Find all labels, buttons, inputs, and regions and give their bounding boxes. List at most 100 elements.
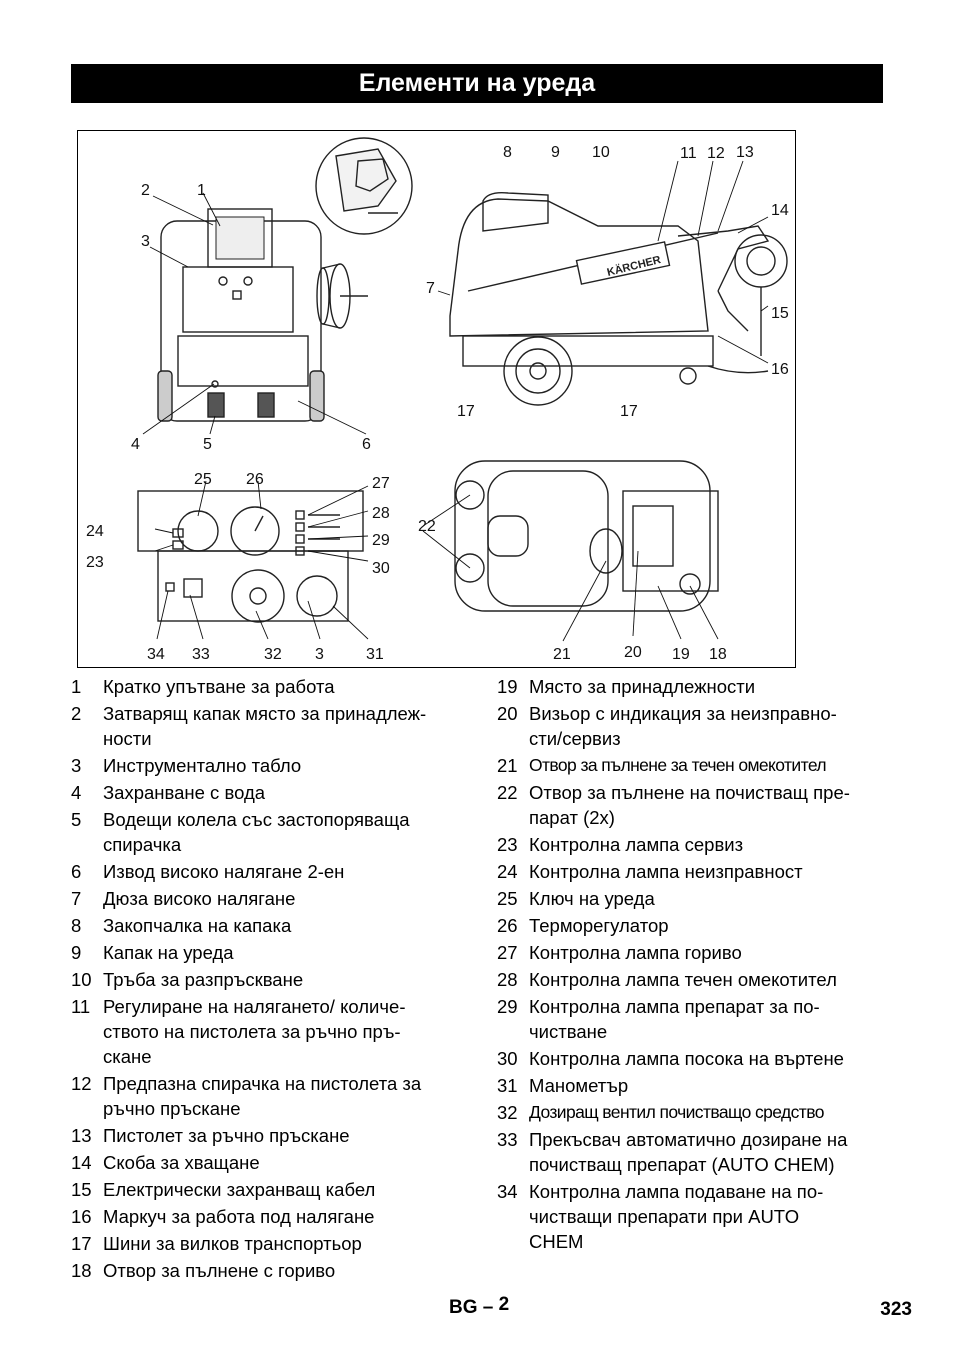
item-number: 22 <box>497 782 518 803</box>
list-item: 6 Извод високо налягане 2-ен <box>71 859 471 884</box>
callout-9: 9 <box>551 144 560 161</box>
item-number: 19 <box>497 676 518 697</box>
page-title: Елементи на уреда <box>71 64 883 103</box>
item-number: 5 <box>71 809 82 830</box>
callout-6: 6 <box>362 436 371 453</box>
item-number: 14 <box>71 1152 92 1173</box>
control-panel-bottom <box>157 550 349 622</box>
item-text: Тръба за разпръскване <box>103 969 304 990</box>
manometer <box>296 575 338 617</box>
item-number: 26 <box>497 915 518 936</box>
item-text: Дозиращ вентил почистващо средство <box>529 1102 824 1122</box>
side-wheel <box>503 336 573 406</box>
item-number: 24 <box>497 861 518 882</box>
callout-3b: 3 <box>315 646 324 663</box>
callout-7: 7 <box>426 280 435 297</box>
item-text: Прекъсвач автоматично дозиране на почист… <box>529 1129 848 1175</box>
callout-29: 29 <box>372 532 390 549</box>
item-text: Извод високо налягане 2-ен <box>103 861 345 882</box>
item-text: Място за принадлежности <box>529 676 756 697</box>
callout-17a: 17 <box>457 403 475 420</box>
device-illustration: KÄRCHER <box>77 130 796 668</box>
callout-1: 1 <box>197 182 206 199</box>
callout-8: 8 <box>503 144 512 161</box>
item-number: 20 <box>497 703 518 724</box>
item-text: Закопчалка на капака <box>103 915 292 936</box>
item-text: Отвор за пълнене на почистващ пре- парат… <box>529 782 850 828</box>
item-number: 6 <box>71 861 82 882</box>
callout-3: 3 <box>141 233 150 250</box>
item-text: Контролна лампа сервиз <box>529 834 744 855</box>
cover-clip-detail <box>315 137 413 235</box>
list-item: 27 Контролна лампа гориво <box>497 940 887 965</box>
item-number: 3 <box>71 755 82 776</box>
list-item: 20 Визьор с индикация за неизправно- сти/… <box>497 701 887 751</box>
item-text: Контролна лампа подаване на по- чистващи… <box>529 1181 824 1252</box>
list-item: 2 Затварящ капак място за принадлеж- ност… <box>71 701 471 751</box>
footer-lang: BG <box>449 1297 478 1318</box>
front-panel <box>182 266 294 333</box>
top-view-body <box>454 460 711 612</box>
callout-14: 14 <box>771 202 789 219</box>
item-number: 2 <box>71 703 82 724</box>
item-number: 27 <box>497 942 518 963</box>
list-item: 32 Дозиращ вентил почистващо средство <box>497 1100 887 1125</box>
callout-21: 21 <box>553 646 571 663</box>
callout-25: 25 <box>194 471 212 488</box>
list-item: 26 Терморегулатор <box>497 913 887 938</box>
item-number: 7 <box>71 888 82 909</box>
item-text: Кратко упътване за работа <box>103 676 335 697</box>
callout-labels: 1 2 3 4 5 6 7 8 9 10 11 12 13 14 15 16 1… <box>86 144 789 663</box>
callout-10: 10 <box>592 144 610 161</box>
item-number: 15 <box>71 1179 92 1200</box>
item-number: 21 <box>497 755 518 776</box>
item-number: 4 <box>71 782 82 803</box>
callout-26: 26 <box>246 471 264 488</box>
footer-page-in-lang: 2 <box>498 1294 510 1315</box>
list-item: 34 Контролна лампа подаване на по- чиства… <box>497 1179 887 1254</box>
device-drawing: KÄRCHER <box>86 137 789 663</box>
item-text: Затварящ капак място за принадлеж- ности <box>103 703 427 749</box>
item-text: Контролна лампа препарат за по- чистване <box>529 996 820 1042</box>
item-text: Шини за вилков транспортьор <box>103 1233 362 1254</box>
item-number: 34 <box>497 1181 518 1202</box>
item-text: Контролна лампа гориво <box>529 942 742 963</box>
item-text: Визьор с индикация за неизправно- сти/се… <box>529 703 837 749</box>
callout-17b: 17 <box>620 403 638 420</box>
list-item: 30 Контролна лампа посока на въртене <box>497 1046 887 1071</box>
item-text: Отвор за пълнене за течен омекотител <box>529 755 827 775</box>
item-number: 12 <box>71 1073 92 1094</box>
item-number: 9 <box>71 942 82 963</box>
callout-32: 32 <box>264 646 282 663</box>
item-text: Ключ на уреда <box>529 888 655 909</box>
auto-chem-switch <box>183 578 203 598</box>
item-number: 32 <box>497 1102 518 1123</box>
detergent-opening-1 <box>455 480 485 510</box>
callout-18: 18 <box>709 646 727 663</box>
callout-22: 22 <box>418 518 436 535</box>
footer-language-page: BG – 2 <box>449 1294 510 1319</box>
item-number: 13 <box>71 1125 92 1146</box>
item-number: 30 <box>497 1048 518 1069</box>
callout-27: 27 <box>372 475 390 492</box>
callout-19: 19 <box>672 646 690 663</box>
item-text: Контролна лампа посока на въртене <box>529 1048 844 1069</box>
callout-28: 28 <box>372 505 390 522</box>
item-text: Терморегулатор <box>529 915 669 936</box>
callout-16: 16 <box>771 361 789 378</box>
